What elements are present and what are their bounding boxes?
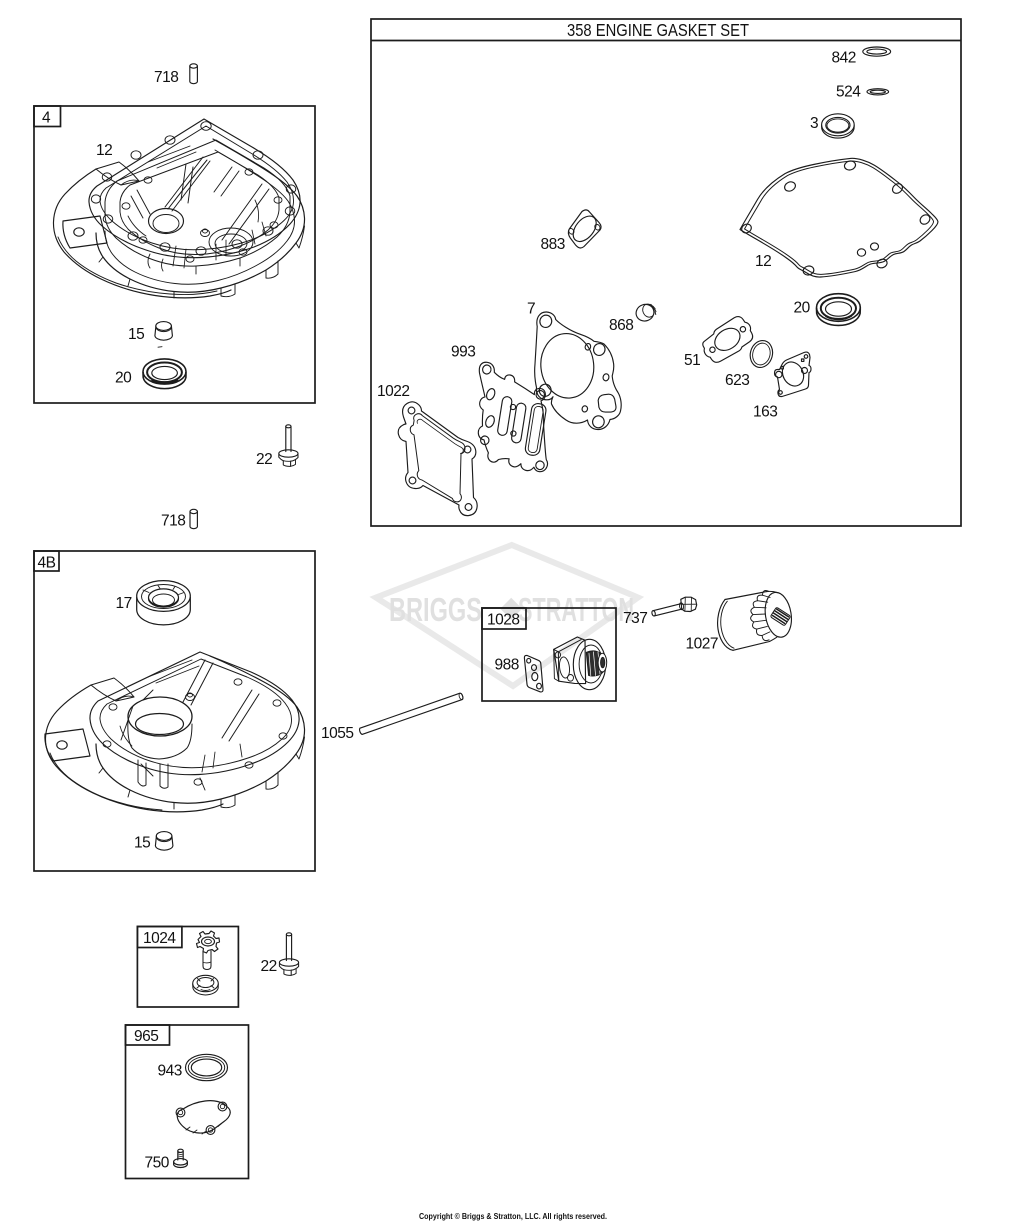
svg-text:STRATTON: STRATTON [518,591,634,628]
svg-text:524: 524 [836,84,861,101]
svg-text:12: 12 [96,142,112,159]
svg-text:22: 22 [256,451,272,468]
svg-text:20: 20 [794,300,811,317]
svg-text:1022: 1022 [377,383,409,400]
svg-text:1027: 1027 [686,636,718,653]
svg-text:12: 12 [755,253,771,270]
svg-text:965: 965 [134,1028,158,1045]
svg-text:718: 718 [161,513,185,530]
svg-text:163: 163 [753,404,777,421]
svg-text:BRIGGS: BRIGGS [389,591,482,628]
svg-text:842: 842 [832,50,856,67]
svg-text:718: 718 [154,69,178,86]
svg-text:750: 750 [145,1155,170,1172]
svg-text:737: 737 [623,610,647,627]
svg-text:4: 4 [42,110,51,127]
svg-text:883: 883 [541,236,565,253]
svg-text:1028: 1028 [487,612,519,629]
svg-text:15: 15 [134,835,150,852]
svg-text:358 ENGINE GASKET SET: 358 ENGINE GASKET SET [567,20,749,40]
svg-text:15: 15 [128,326,144,343]
svg-text:20: 20 [115,370,132,387]
svg-text:4B: 4B [38,555,56,572]
svg-text:623: 623 [725,372,749,389]
svg-text:3: 3 [810,115,818,132]
svg-text:1024: 1024 [143,930,176,947]
svg-text:868: 868 [609,317,633,334]
svg-text:1055: 1055 [321,725,353,742]
svg-text:17: 17 [116,595,132,612]
svg-text:Copyright © Briggs & Stratton,: Copyright © Briggs & Stratton, LLC. All … [419,1211,607,1221]
svg-text:7: 7 [527,301,535,318]
svg-text:988: 988 [495,657,519,674]
svg-text:51: 51 [684,352,700,369]
svg-text:22: 22 [261,958,277,975]
svg-text:993: 993 [451,344,475,361]
svg-text:943: 943 [158,1063,182,1080]
